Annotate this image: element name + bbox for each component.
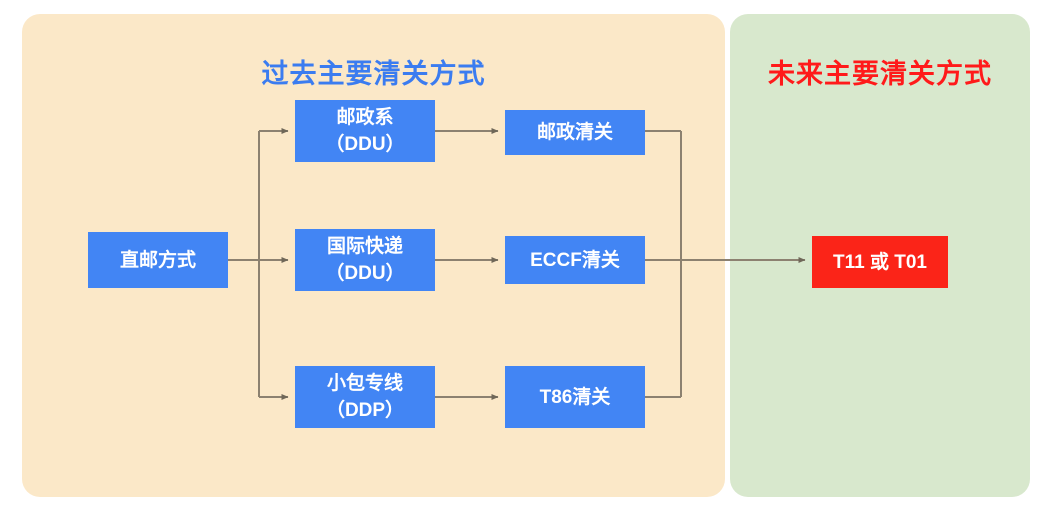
node-label-line1: T11 或 T01 (833, 251, 927, 273)
node-label-line1: 国际快递 (326, 236, 403, 257)
node-label-line1: 直邮方式 (119, 249, 196, 271)
node-label-line1: ECCF清关 (530, 249, 620, 271)
node-postal-clearance[interactable]: 邮政清关 (505, 110, 645, 155)
panel-past-title: 过去主要清关方式 (261, 59, 486, 89)
node-label-line1: 邮政清关 (536, 122, 613, 143)
node-label-line1: 小包专线 (326, 373, 403, 394)
node-direct-mail[interactable]: 直邮方式 (88, 232, 228, 288)
panel-future-customs-methods: 未来主要清关方式 (730, 14, 1030, 497)
node-label-line1: T86清关 (539, 386, 611, 408)
node-international-express-ddu[interactable]: 国际快递 （DDU） (295, 229, 435, 291)
node-postal-ddu[interactable]: 邮政系 （DDU） (295, 100, 435, 162)
node-label-line2: （DDU） (325, 134, 405, 155)
node-label-line2: （DDP） (325, 400, 405, 421)
node-label-line2: （DDU） (325, 263, 405, 284)
node-small-parcel-line-ddp[interactable]: 小包专线 （DDP） (295, 366, 435, 428)
node-eccf-clearance[interactable]: ECCF清关 (505, 236, 645, 284)
node-t86-clearance[interactable]: T86清关 (505, 366, 645, 428)
node-t11-or-t01[interactable]: T11 或 T01 (812, 236, 948, 288)
panel-future-title: 未来主要清关方式 (768, 59, 992, 89)
node-label-line1: 邮政系 (336, 107, 394, 128)
